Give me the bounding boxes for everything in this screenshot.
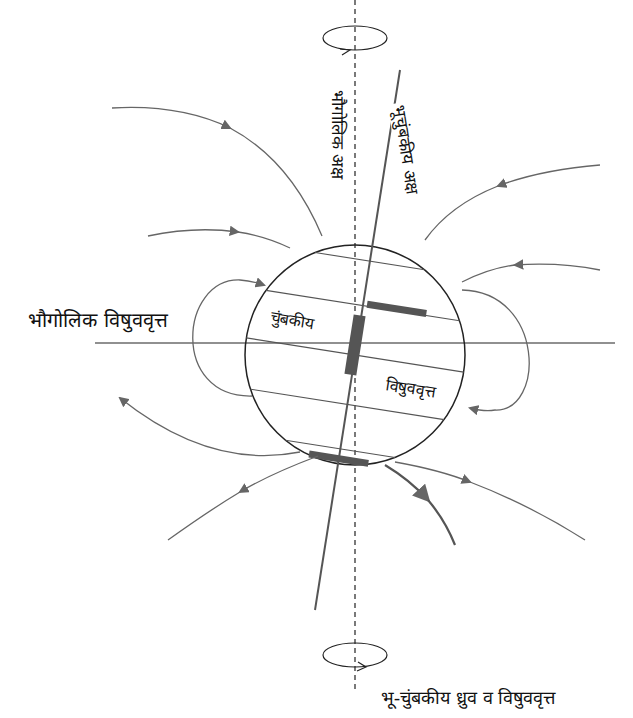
rotation-symbol: [323, 643, 387, 667]
equator-label: विषुववृत्त: [381, 376, 438, 403]
equator-label: चुंबकीय: [267, 308, 317, 334]
axis-label: भूचुंबकीय अक्ष: [388, 102, 422, 198]
magnetic-latitudes: [246, 253, 463, 458]
figure-caption: भू-चुंबकीय ध्रुव व विषुववृत्त: [379, 688, 558, 709]
earth-circle: [245, 245, 465, 465]
field-lines-heavy: [385, 465, 455, 545]
rotation-symbol: [323, 26, 387, 50]
equator-label: भौगोलिक विषुववृत्त: [26, 309, 169, 332]
field-lines: [112, 107, 600, 540]
axis-label: भौगोलिक अक्ष: [328, 88, 348, 181]
magnetic-axis: [315, 70, 400, 610]
